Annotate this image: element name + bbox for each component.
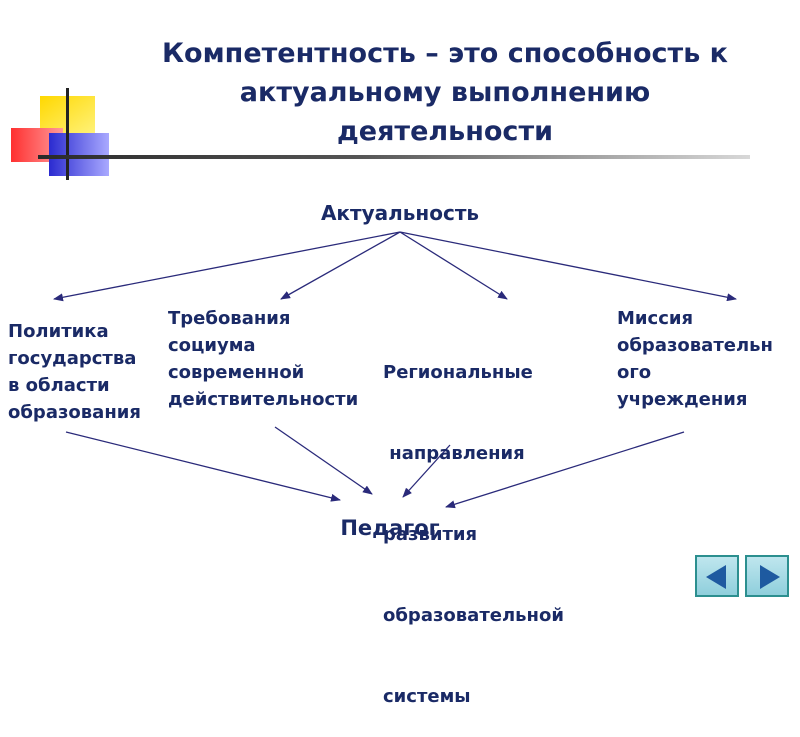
node-line: образовательн (617, 335, 773, 356)
node-line: Политика (8, 321, 109, 342)
teacher-node: Педагог (340, 516, 440, 540)
node-society: Требования социума современной действите… (168, 305, 358, 413)
arrow-policy-to-teacher (65, 431, 341, 502)
title-line-1: Компетентность – это способность к (161, 38, 729, 69)
previous-slide-button[interactable] (695, 555, 739, 597)
arrow-root-to-policy (53, 231, 401, 302)
decor-vertical-line (66, 88, 69, 180)
node-line: современной (168, 362, 305, 383)
arrow-regional-to-teacher (402, 444, 451, 498)
arrow-mission-to-teacher (445, 431, 685, 509)
next-slide-button[interactable] (745, 555, 789, 597)
node-policy: Политика государства в области образован… (8, 318, 141, 426)
arrow-root-to-mission (399, 231, 737, 302)
arrow-society-to-teacher (274, 426, 373, 495)
node-line: в области (8, 375, 110, 396)
node-line: социума (168, 335, 256, 356)
node-line: ого (617, 362, 652, 383)
node-line: развития (383, 524, 478, 545)
left-arrow-icon (706, 565, 726, 589)
node-line: Требования (168, 308, 291, 329)
arrow-root-to-regional (399, 231, 508, 300)
decor-blue-square (49, 133, 109, 176)
title-line-3: деятельности (336, 116, 554, 147)
node-line: действительности (168, 389, 359, 410)
node-line: образовательной (383, 605, 564, 626)
diagram-arrows (53, 231, 737, 509)
right-arrow-icon (760, 565, 780, 589)
root-node: Актуальность (320, 201, 480, 225)
slide-title: Компетентность – это способность к актуа… (105, 34, 785, 151)
node-line: образования (8, 402, 141, 423)
node-line: системы (383, 686, 471, 707)
node-line: учреждения (617, 389, 748, 410)
title-underline (38, 155, 750, 159)
node-line: государства (8, 348, 137, 369)
node-line: Миссия (617, 308, 694, 329)
arrow-root-to-society (280, 231, 401, 300)
title-line-2: актуальному выполнению (239, 77, 651, 108)
node-mission: Миссия образовательн ого учреждения (617, 305, 773, 413)
node-line: направления (383, 443, 525, 464)
node-line: Региональные (383, 362, 533, 383)
